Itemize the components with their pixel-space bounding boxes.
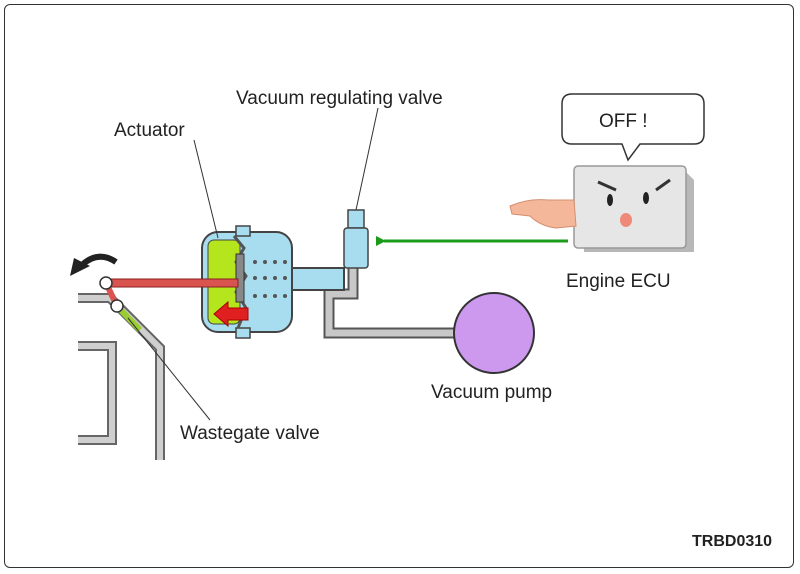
pointing-hand-icon bbox=[509, 199, 577, 229]
actuator-label: Actuator bbox=[114, 120, 185, 141]
diagram-frame bbox=[4, 4, 794, 568]
leader-lines bbox=[127, 107, 379, 421]
actuator bbox=[201, 225, 345, 339]
actuator-rod bbox=[99, 276, 239, 333]
vacuum-pipe bbox=[323, 268, 460, 339]
wastegate-valve-label: Wastegate valve bbox=[180, 423, 320, 444]
figure-code: TRBD0310 bbox=[692, 533, 772, 550]
engine-ecu bbox=[573, 165, 694, 252]
rotation-arrow-head-icon bbox=[70, 258, 90, 276]
vacuum-pump bbox=[453, 292, 535, 374]
rotation-arrow-icon bbox=[79, 253, 118, 268]
vacuum-pump-label: Vacuum pump bbox=[431, 382, 552, 403]
turbine-housing bbox=[78, 293, 165, 460]
vacuum-regulating-valve-label: Vacuum regulating valve bbox=[236, 88, 443, 109]
engine-ecu-label: Engine ECU bbox=[566, 271, 671, 292]
vacuum-regulating-valve bbox=[343, 209, 369, 269]
speech-text: OFF ! bbox=[599, 111, 648, 132]
speech-bubble bbox=[561, 93, 705, 162]
